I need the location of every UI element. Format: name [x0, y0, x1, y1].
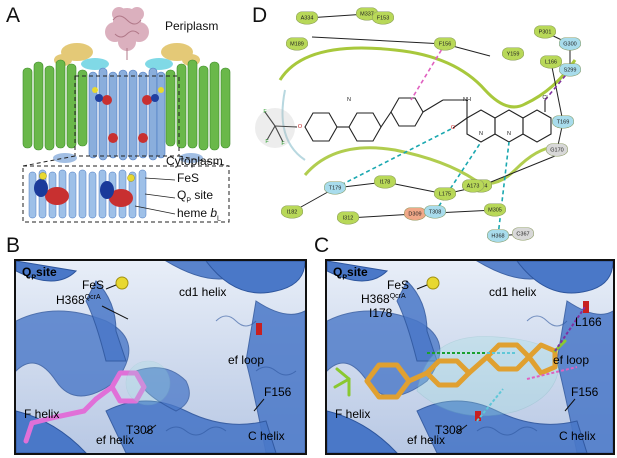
ligand-atom-n2: N	[479, 131, 483, 137]
residue-t179: T179	[324, 181, 346, 195]
residue-i182: I182	[281, 205, 303, 219]
panel-letter-b: B	[6, 234, 21, 257]
residue-s299: S299	[559, 63, 581, 77]
panel-c-fes-label: FeS	[387, 278, 410, 292]
panel-c-qp-site-label: QPsite	[333, 265, 368, 282]
panel-b-cd1-helix-label: cd1 helix	[179, 285, 227, 299]
panel-c-f-helix-label: F helix	[335, 407, 371, 421]
residue-f153: F153	[372, 11, 394, 25]
panel-c-h368-label: H368QcrA	[361, 292, 406, 306]
ligand-atom-f2: F	[265, 139, 269, 145]
ligand-atom-n1: N	[347, 97, 351, 103]
panel-letter-c: C	[314, 234, 330, 257]
residue-d309: D309	[404, 207, 426, 221]
residue-l175: L175	[434, 187, 456, 201]
residue-l166: L166	[540, 55, 562, 69]
panel-b-t308-label: T308	[126, 423, 154, 437]
panel-b-fes-label: FeS	[82, 278, 105, 292]
heme-legend-label: heme bL	[177, 206, 221, 223]
residue-i178: I178	[374, 175, 396, 189]
residue-f156: F156	[434, 37, 456, 51]
residue-g300: G300	[559, 37, 581, 51]
fes-legend-label: FeS	[177, 171, 200, 185]
panel-c-i178-label: I178	[369, 306, 393, 320]
panel-b-f156-label: F156	[264, 385, 292, 399]
residue-c367: C367	[512, 227, 534, 241]
residue-t169: T169	[552, 115, 574, 129]
residue-a334: A334	[296, 11, 318, 25]
ligand-atom-f1: F	[263, 109, 267, 115]
panel-b-ef-helix-label: ef helix	[96, 433, 135, 447]
ligand-atom-o2: O	[297, 124, 303, 130]
ligand-atom-o1: O	[450, 125, 456, 131]
panel-letter-d: D	[252, 4, 268, 27]
panel-b-f-helix-label: F helix	[24, 407, 60, 421]
qp-site-legend-label: QP site	[177, 188, 214, 205]
panel-c-t308-label: T308	[435, 423, 463, 437]
panel-letter-a: A	[6, 4, 21, 27]
ligand-atom-cl: Cl	[542, 95, 548, 101]
panel-b-c-helix-label: C helix	[248, 429, 285, 443]
residue-m305: M305	[484, 203, 506, 217]
panel-b-h368-label: H368QcrA	[56, 293, 101, 307]
panel-c-l166-label: L166	[575, 315, 602, 329]
panel-c-cd1-helix-label: cd1 helix	[489, 285, 537, 299]
cytoplasm-label: Cytoplasm	[166, 154, 223, 168]
panel-c-ef-loop-label: ef loop	[553, 353, 590, 367]
panel-c-ef-helix-label: ef helix	[407, 433, 446, 447]
residue-g170: G170	[546, 143, 568, 157]
ligand-atom-nh: NH	[463, 97, 471, 103]
periplasm-label: Periplasm	[165, 19, 219, 33]
residue-p301: P301	[534, 25, 556, 39]
interaction-diagram	[255, 13, 577, 237]
residue-a173: A173	[462, 179, 484, 193]
residue-h368: H368	[487, 229, 509, 243]
panel-b-structure-view: QPsite FeS H368QcrA cd1 helix ef loop F1…	[14, 259, 307, 455]
complex-structure-illustration	[22, 7, 231, 223]
panel-b-qp-site-label: QPsite	[22, 265, 57, 282]
residue-t308: T308	[424, 205, 446, 219]
residue-m189: M189	[286, 37, 308, 51]
panel-c-f156-label: F156	[571, 385, 599, 399]
panel-b-ef-loop-label: ef loop	[228, 353, 265, 367]
ligand-atom-n3: N	[507, 131, 511, 137]
residue-y159: Y159	[502, 47, 524, 61]
panel-c-structure-view: QPsite FeS H368QcrA I178 cd1 helix L166 …	[325, 259, 615, 455]
panel-c-c-helix-label: C helix	[559, 429, 596, 443]
residue-i312: I312	[337, 211, 359, 225]
ligand-atom-f3: F	[281, 141, 285, 147]
